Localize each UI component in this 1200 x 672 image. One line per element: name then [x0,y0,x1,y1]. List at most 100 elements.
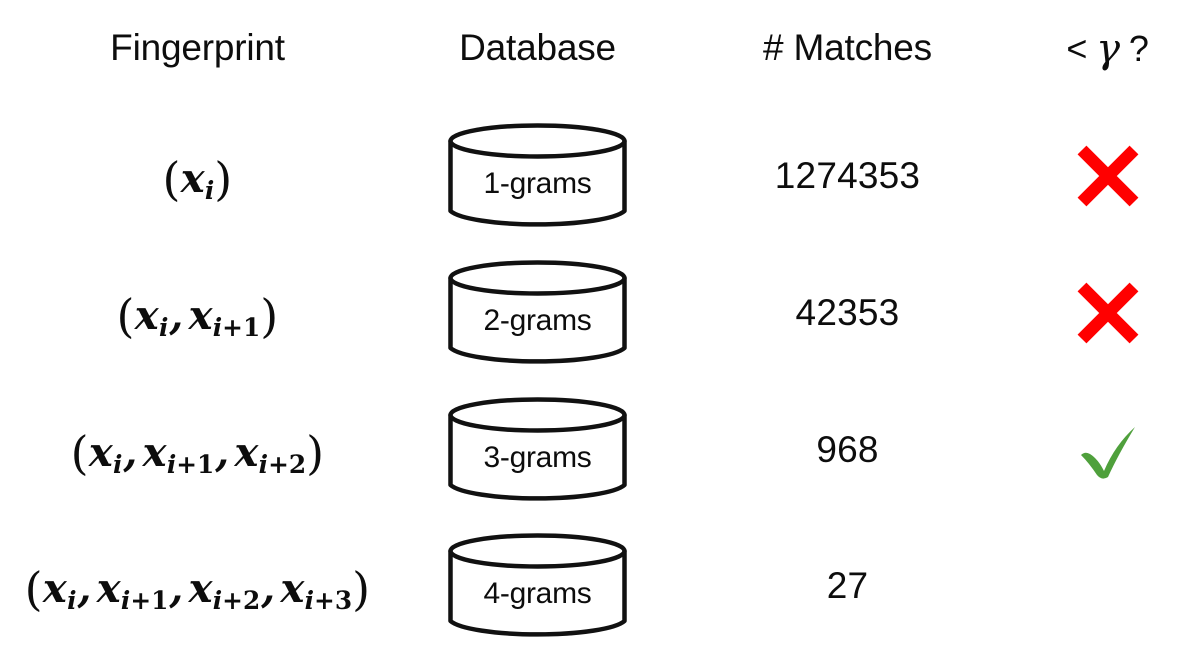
status-cell [1015,381,1200,518]
database-cell: 4-grams [395,517,680,654]
database-cell: 3-grams [395,381,680,518]
check-mark-icon [1080,426,1135,479]
variable-base: x [88,428,113,476]
table-header-row: Fingerprint Database # Matches < γ ? [0,0,1200,96]
sub-operator: + [268,449,289,479]
variable-subscript: i [159,313,168,342]
database-label: 4-grams [483,576,592,610]
column-header-threshold: < γ ? [1015,0,1200,96]
cross-mark-icon [1077,145,1138,206]
database-cell: 1-grams [395,107,680,244]
sub-index: i [212,312,223,342]
sub-offset: 1 [242,312,261,342]
fingerprint-cell: (xi) [0,107,395,244]
sub-index: i [212,585,223,615]
status-cell [1015,107,1200,244]
matches-cell: 42353 [680,244,1015,381]
variable-subscript: i+2 [213,586,260,615]
sub-index: i [67,585,77,615]
variable-subscript: i+1 [213,313,260,342]
sub-operator: + [222,585,243,615]
sub-offset: 2 [288,449,307,479]
fingerprint-expression: (xi) [162,153,232,203]
paren-open: ( [70,425,89,480]
table-row: (xi,xi+1) 2-grams 42353 [0,244,1200,381]
variable-base: x [234,428,259,476]
sub-index: i [120,585,131,615]
sub-offset: 2 [242,585,261,615]
variable-subscript: i [67,586,76,615]
sub-offset: 1 [197,449,215,479]
paren-close: ) [214,151,233,206]
matches-value: 1274353 [774,154,921,196]
fingerprint-cell: (xi,xi+1,xi+2,xi+3) [0,517,395,654]
paren-close: ) [352,561,371,616]
database-label: 3-grams [483,440,592,474]
matches-cell: 968 [680,381,1015,518]
cross-mark-icon [1077,282,1138,343]
fingerprint-cell: (xi,xi+1,xi+2) [0,381,395,518]
matches-value: 27 [826,564,869,606]
variable-subscript: i+1 [167,450,214,479]
database-cylinder-icon: 2-grams [446,259,629,366]
variable-base: x [180,154,205,202]
column-header-fingerprint: Fingerprint [0,0,395,96]
comma-separator: , [261,564,276,612]
matches-value: 968 [816,428,879,470]
sub-index: i [258,449,269,479]
sub-operator: + [222,312,243,342]
fingerprint-expression: (xi,xi+1,xi+2,xi+3) [25,563,371,613]
column-header-matches-label: # Matches [763,27,932,68]
comma-separator: , [169,291,184,339]
variable-base: x [96,564,121,612]
sub-offset: 1 [151,585,169,615]
status-cell [1015,244,1200,381]
paren-open: ( [24,561,43,616]
variable-subscript: i+2 [259,450,306,479]
comma-separator: , [77,564,92,612]
question-mark-symbol: ? [1128,28,1149,69]
column-header-matches: # Matches [680,0,1015,96]
comma-separator: , [215,428,230,476]
sub-operator: + [176,449,198,479]
paren-open: ( [116,288,135,343]
gamma-symbol: γ [1096,26,1120,72]
paren-close: ) [306,425,325,480]
sub-index: i [166,449,177,479]
variable-subscript: i [205,176,214,205]
variable-base: x [42,564,68,612]
sub-operator: + [130,585,152,615]
column-header-fingerprint-label: Fingerprint [110,27,285,68]
fingerprint-expression: (xi,xi+1,xi+2) [71,427,325,477]
table-row: (xi) 1-grams 1274353 [0,107,1200,244]
variable-base: x [134,291,159,339]
column-header-database-label: Database [459,27,616,68]
variable-subscript: i+3 [305,586,352,615]
variable-subscript: i+1 [121,586,168,615]
database-cylinder-icon: 1-grams [446,122,629,229]
sub-operator: + [314,585,335,615]
matches-cell: 1274353 [680,107,1015,244]
variable-subscript: i [113,450,122,479]
fingerprint-cell: (xi,xi+1) [0,244,395,381]
variable-base: x [142,428,167,476]
matches-value: 42353 [795,291,900,333]
comma-separator: , [169,564,184,612]
sub-index: i [113,449,123,479]
variable-base: x [188,291,213,339]
matches-cell: 27 [680,517,1015,654]
variable-base: x [280,564,305,612]
database-cylinder-icon: 4-grams [446,532,629,639]
paren-open: ( [162,151,181,206]
column-header-database: Database [395,0,680,96]
database-cylinder-icon: 3-grams [446,396,629,503]
sub-offset: 3 [334,585,353,615]
table-row: (xi,xi+1,xi+2) 3-grams 968 [0,381,1200,518]
database-label: 1-grams [483,166,592,200]
sub-index: i [304,585,315,615]
variable-base: x [188,564,213,612]
paren-close: ) [260,288,279,343]
comma-separator: , [123,428,138,476]
sub-index: i [204,175,215,205]
